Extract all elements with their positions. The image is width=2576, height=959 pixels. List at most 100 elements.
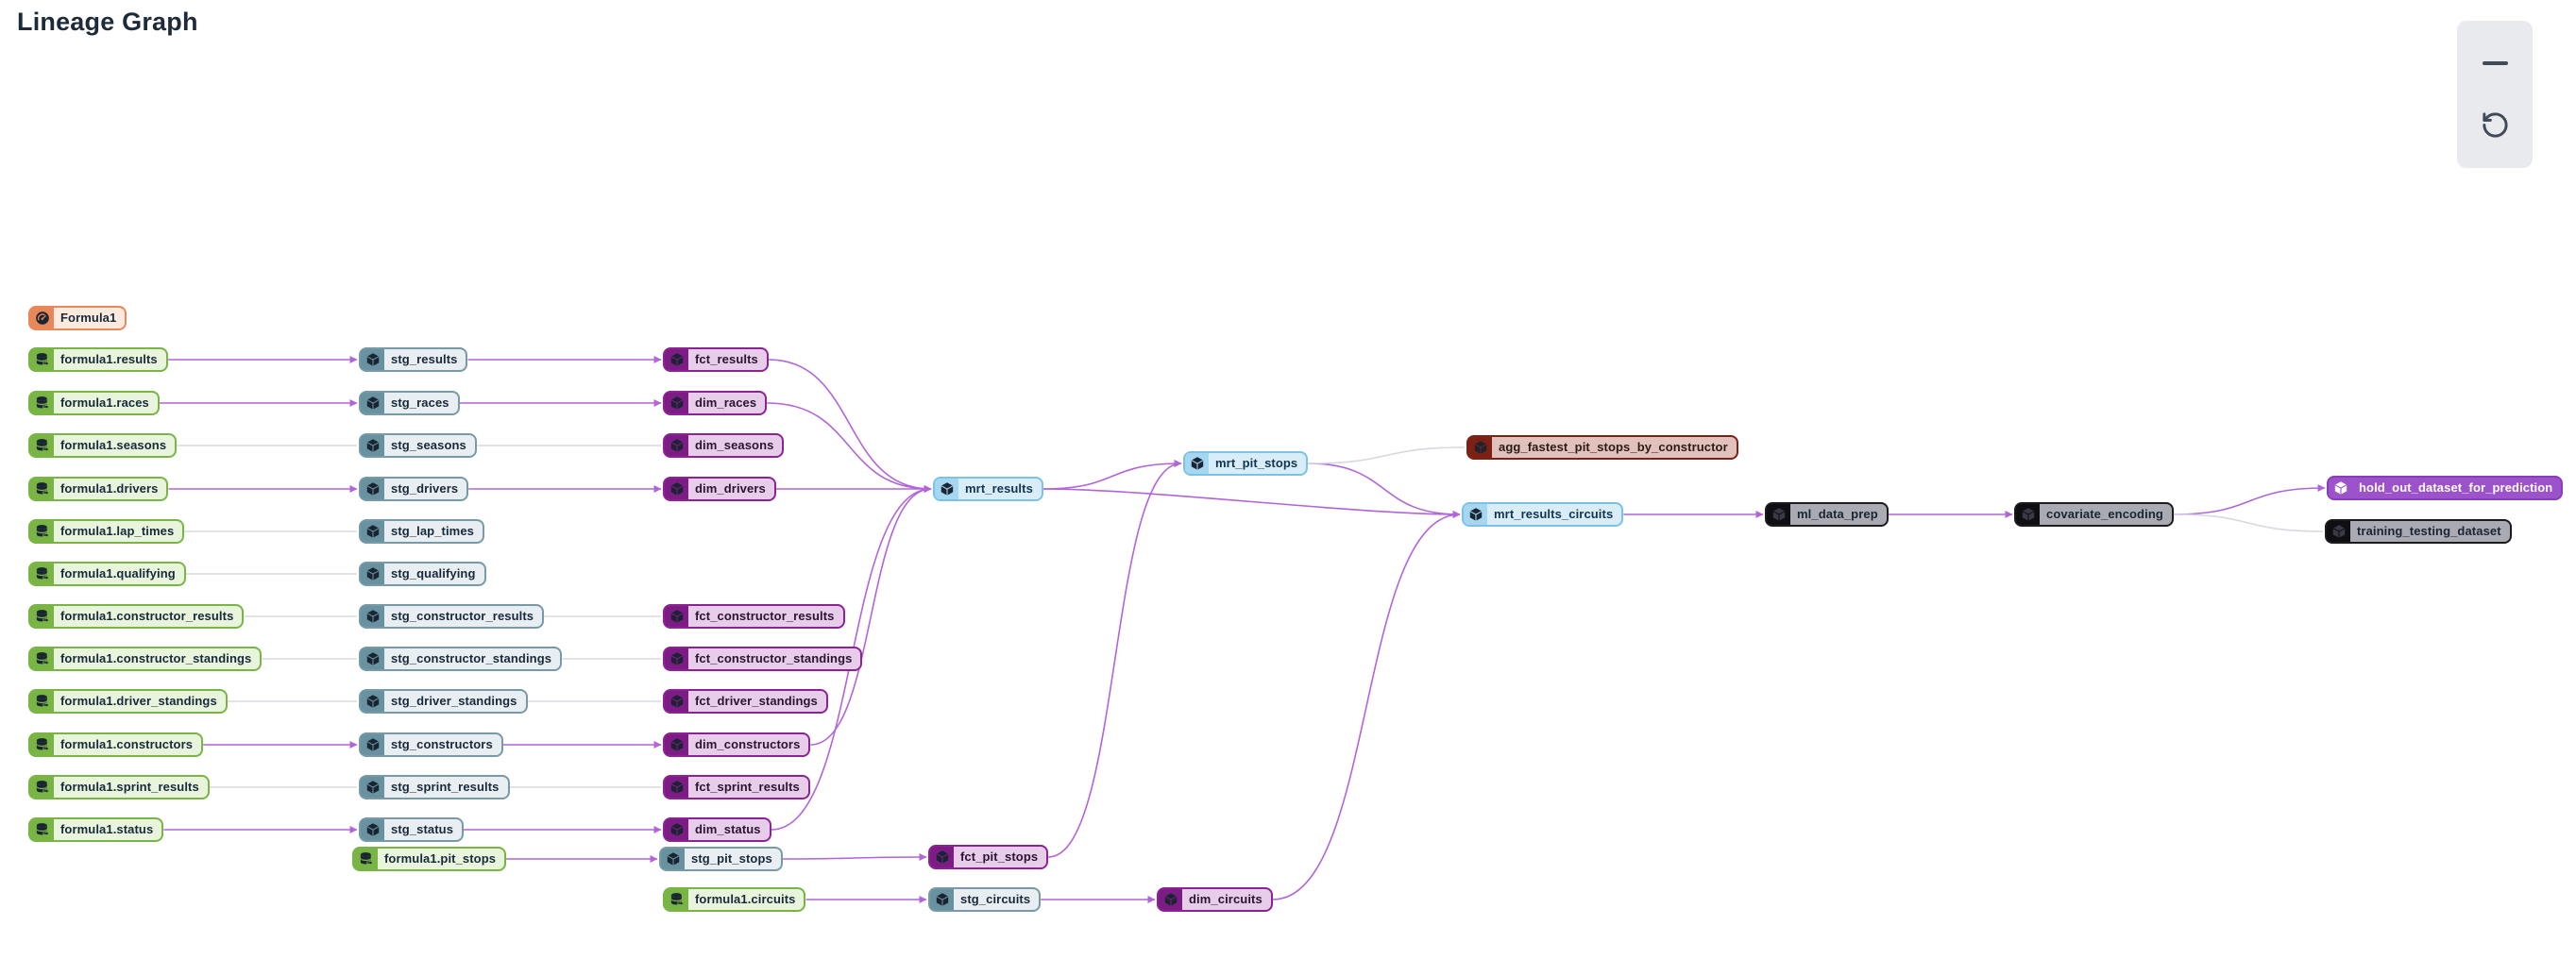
node-formula1.pit_stops[interactable]: formula1.pit_stops	[352, 847, 507, 871]
node-mrt_results_circuits[interactable]: mrt_results_circuits	[1462, 502, 1624, 527]
node-formula1.driver_standings[interactable]: formula1.driver_standings	[28, 689, 228, 714]
node-covariate_encoding[interactable]: covariate_encoding	[2014, 502, 2174, 527]
node-label: formula1.pit_stops	[384, 851, 497, 866]
node-fct_results[interactable]: fct_results	[663, 347, 769, 372]
node-formula1.constructors[interactable]: formula1.constructors	[28, 732, 204, 757]
node-formula1.circuits[interactable]: formula1.circuits	[663, 887, 806, 912]
cube-icon	[1464, 504, 1487, 525]
cube-icon	[361, 479, 384, 499]
node-formula1.drivers[interactable]: formula1.drivers	[28, 477, 169, 501]
cube-icon	[665, 777, 688, 798]
cube-icon	[361, 691, 384, 712]
node-label: covariate_encoding	[2046, 507, 2163, 521]
cube-icon	[2329, 478, 2352, 498]
node-formula1.constructor_results[interactable]: formula1.constructor_results	[28, 604, 245, 629]
cube-icon	[661, 849, 685, 869]
node-label: formula1.seasons	[60, 438, 167, 452]
reset-view-button[interactable]	[2466, 107, 2523, 144]
node-fct_sprint_results[interactable]: fct_sprint_results	[663, 775, 810, 799]
edge-dim_races-to-mrt_results	[767, 402, 932, 493]
node-label: dim_seasons	[695, 438, 774, 452]
node-label: agg_fastest_pit_stops_by_constructor	[1499, 440, 1728, 454]
node-stg_pit_stops[interactable]: stg_pit_stops	[659, 847, 783, 871]
node-ml_data_prep[interactable]: ml_data_prep	[1765, 502, 1889, 527]
node-formula1.results[interactable]: formula1.results	[28, 347, 168, 372]
node-stg_races[interactable]: stg_races	[359, 391, 460, 415]
node-hold_out_dataset_for_prediction[interactable]: hold_out_dataset_for_prediction	[2327, 476, 2564, 500]
node-stg_constructor_standings[interactable]: stg_constructor_standings	[359, 647, 563, 671]
node-dim_drivers[interactable]: dim_drivers	[663, 477, 776, 501]
node-dim_seasons[interactable]: dim_seasons	[663, 433, 785, 458]
edge-fct_results-to-mrt_results	[768, 359, 932, 493]
node-dim_status[interactable]: dim_status	[663, 817, 771, 842]
node-label: formula1.results	[60, 352, 158, 366]
node-stg_driver_standings[interactable]: stg_driver_standings	[359, 689, 528, 714]
node-training_testing_dataset[interactable]: training_testing_dataset	[2325, 519, 2512, 544]
edge-dim_constructors-to-mrt_results	[810, 485, 932, 746]
cube-icon	[665, 691, 688, 712]
zoom-out-button[interactable]	[2466, 44, 2523, 82]
node-Formula1[interactable]: Formula1	[28, 306, 127, 330]
cube-icon	[361, 777, 384, 798]
edge-mrt_results-to-mrt_pit_stops	[1042, 460, 1182, 490]
node-dim_races[interactable]: dim_races	[663, 391, 768, 415]
node-agg_fastest_pit_stops_by_constructor[interactable]: agg_fastest_pit_stops_by_constructor	[1466, 435, 1738, 460]
node-stg_status[interactable]: stg_status	[359, 817, 465, 842]
node-stg_drivers[interactable]: stg_drivers	[359, 477, 469, 501]
node-stg_constructor_results[interactable]: stg_constructor_results	[359, 604, 545, 629]
node-label: formula1.circuits	[695, 892, 796, 906]
node-label: stg_constructors	[391, 737, 493, 751]
cube-icon	[930, 847, 954, 867]
node-formula1.status[interactable]: formula1.status	[28, 817, 164, 842]
node-label: stg_circuits	[960, 892, 1031, 906]
node-mrt_results[interactable]: mrt_results	[933, 477, 1043, 501]
node-label: formula1.sprint_results	[60, 780, 199, 794]
node-stg_constructors[interactable]: stg_constructors	[359, 732, 503, 757]
node-label: stg_status	[391, 822, 454, 836]
node-label: dim_constructors	[695, 737, 801, 751]
node-fct_constructor_results[interactable]: fct_constructor_results	[663, 604, 845, 629]
node-label: stg_qualifying	[391, 566, 476, 580]
node-label: formula1.qualifying	[60, 566, 176, 580]
node-mrt_pit_stops[interactable]: mrt_pit_stops	[1183, 451, 1309, 476]
node-formula1.sprint_results[interactable]: formula1.sprint_results	[28, 775, 210, 799]
cube-icon	[361, 349, 384, 370]
db-icon	[30, 564, 54, 584]
node-dim_constructors[interactable]: dim_constructors	[663, 732, 811, 757]
graph-controls	[2457, 21, 2533, 168]
node-stg_results[interactable]: stg_results	[359, 347, 468, 372]
minus-icon	[2482, 61, 2508, 66]
db-icon	[30, 435, 54, 456]
node-label: mrt_pit_stops	[1215, 456, 1298, 470]
node-formula1.lap_times[interactable]: formula1.lap_times	[28, 519, 185, 544]
edge-covariate_encoding-to-training_testing_dataset	[2173, 513, 2324, 532]
node-dim_circuits[interactable]: dim_circuits	[1157, 887, 1273, 912]
db-icon	[30, 734, 54, 755]
node-stg_lap_times[interactable]: stg_lap_times	[359, 519, 485, 544]
cube-icon	[361, 648, 384, 669]
node-label: mrt_results_circuits	[1494, 507, 1614, 521]
node-stg_qualifying[interactable]: stg_qualifying	[359, 562, 486, 586]
node-label: training_testing_dataset	[2357, 524, 2501, 538]
node-fct_constructor_standings[interactable]: fct_constructor_standings	[663, 647, 863, 671]
node-label: stg_sprint_results	[391, 780, 500, 794]
node-stg_circuits[interactable]: stg_circuits	[928, 887, 1042, 912]
cube-icon	[665, 349, 688, 370]
node-label: ml_data_prep	[1797, 507, 1878, 521]
cube-icon	[361, 521, 384, 542]
node-stg_sprint_results[interactable]: stg_sprint_results	[359, 775, 510, 799]
node-formula1.constructor_standings[interactable]: formula1.constructor_standings	[28, 647, 263, 671]
cube-icon	[1468, 437, 1492, 458]
node-formula1.qualifying[interactable]: formula1.qualifying	[28, 562, 186, 586]
node-label: stg_constructor_standings	[391, 651, 552, 665]
gauge-icon	[30, 308, 54, 328]
node-formula1.seasons[interactable]: formula1.seasons	[28, 433, 178, 458]
node-stg_seasons[interactable]: stg_seasons	[359, 433, 477, 458]
cube-icon	[1185, 453, 1209, 474]
node-fct_pit_stops[interactable]: fct_pit_stops	[928, 845, 1049, 869]
cube-icon	[1767, 504, 1790, 525]
node-formula1.races[interactable]: formula1.races	[28, 391, 160, 415]
node-fct_driver_standings[interactable]: fct_driver_standings	[663, 689, 828, 714]
node-label: fct_pit_stops	[960, 850, 1039, 864]
